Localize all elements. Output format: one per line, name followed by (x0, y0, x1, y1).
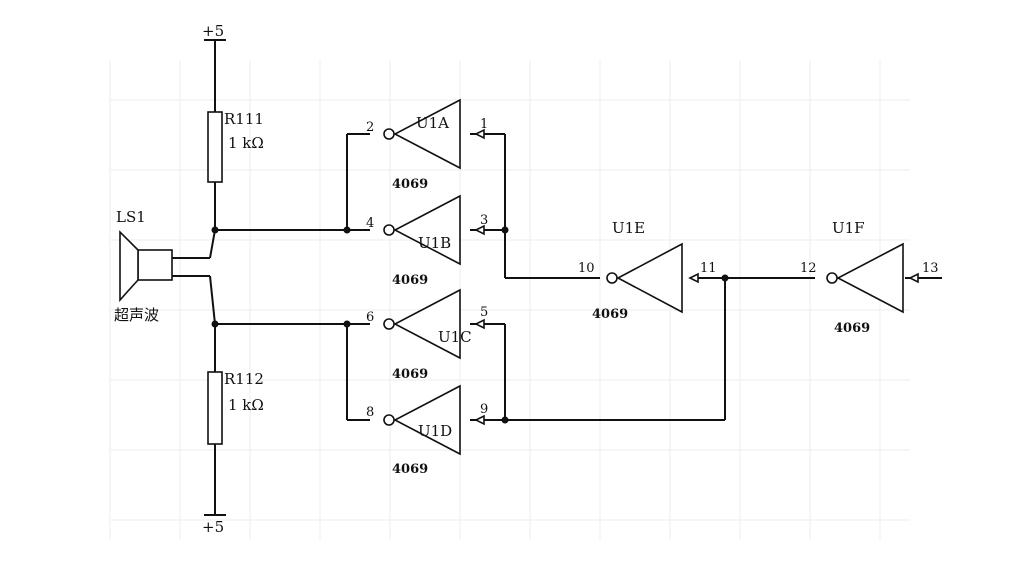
u1e-in-pin: 11 (700, 261, 717, 276)
u1b-in-pin: 3 (480, 213, 488, 228)
junction-dot (211, 226, 219, 234)
u1c-in-pin: 5 (480, 305, 488, 320)
r112-value: 1 kΩ (228, 396, 264, 414)
u1e-part: 4069 (592, 307, 628, 322)
u1d-in-pin: 9 (480, 402, 488, 417)
power-bottom-label: +5 (202, 518, 224, 536)
u1f-in-pin: 13 (922, 261, 939, 276)
gate-u1b: U1B 4069 3 4 (366, 194, 488, 288)
junction-dot (343, 320, 351, 328)
u1d-part: 4069 (392, 462, 428, 477)
u1c-ref: U1C (438, 328, 472, 346)
u1b-part: 4069 (392, 273, 428, 288)
u1a-out-pin: 2 (366, 120, 374, 135)
u1c-part: 4069 (392, 367, 428, 382)
r111-ref: R111 (224, 110, 264, 128)
u1e-ref: U1E (612, 219, 645, 237)
r111-value: 1 kΩ (228, 134, 264, 152)
speaker-desc: 超声波 (114, 306, 159, 324)
gate-u1f: U1F 4069 13 12 (800, 219, 939, 336)
u1f-out-pin: 12 (800, 261, 817, 276)
u1f-part: 4069 (834, 321, 870, 336)
gate-u1d: U1D 4069 9 8 (366, 384, 488, 477)
gate-u1a: U1A 4069 1 2 (366, 98, 488, 192)
u1f-ref: U1F (832, 219, 865, 237)
resistor-r112: R112 1 kΩ (207, 324, 264, 515)
power-bottom: +5 (202, 514, 226, 536)
junction-dot (501, 226, 509, 234)
wires (215, 133, 942, 421)
u1a-ref: U1A (416, 114, 449, 132)
u1a-part: 4069 (392, 177, 428, 192)
u1b-ref: U1B (418, 234, 451, 252)
u1a-in-pin: 1 (480, 117, 488, 132)
junction-dot (343, 226, 351, 234)
background-grid (109, 60, 910, 540)
u1e-out-pin: 10 (578, 261, 595, 276)
u1b-out-pin: 4 (366, 216, 374, 231)
junction-dot (721, 274, 729, 282)
gate-u1e: U1E 4069 11 10 (578, 219, 717, 322)
junction-dot (501, 416, 509, 424)
power-top: +5 (202, 22, 226, 112)
u1c-out-pin: 6 (366, 310, 374, 325)
u1d-ref: U1D (418, 422, 452, 440)
junction-dot (211, 320, 219, 328)
r112-ref: R112 (224, 370, 264, 388)
u1d-out-pin: 8 (366, 405, 374, 420)
speaker-ls1: LS1 超声波 (114, 208, 216, 325)
speaker-ref: LS1 (116, 208, 146, 226)
junctions (211, 226, 729, 424)
power-top-label: +5 (202, 22, 224, 40)
gate-u1c: U1C 4069 5 6 (366, 288, 488, 382)
resistor-r111: R111 1 kΩ (207, 110, 264, 230)
